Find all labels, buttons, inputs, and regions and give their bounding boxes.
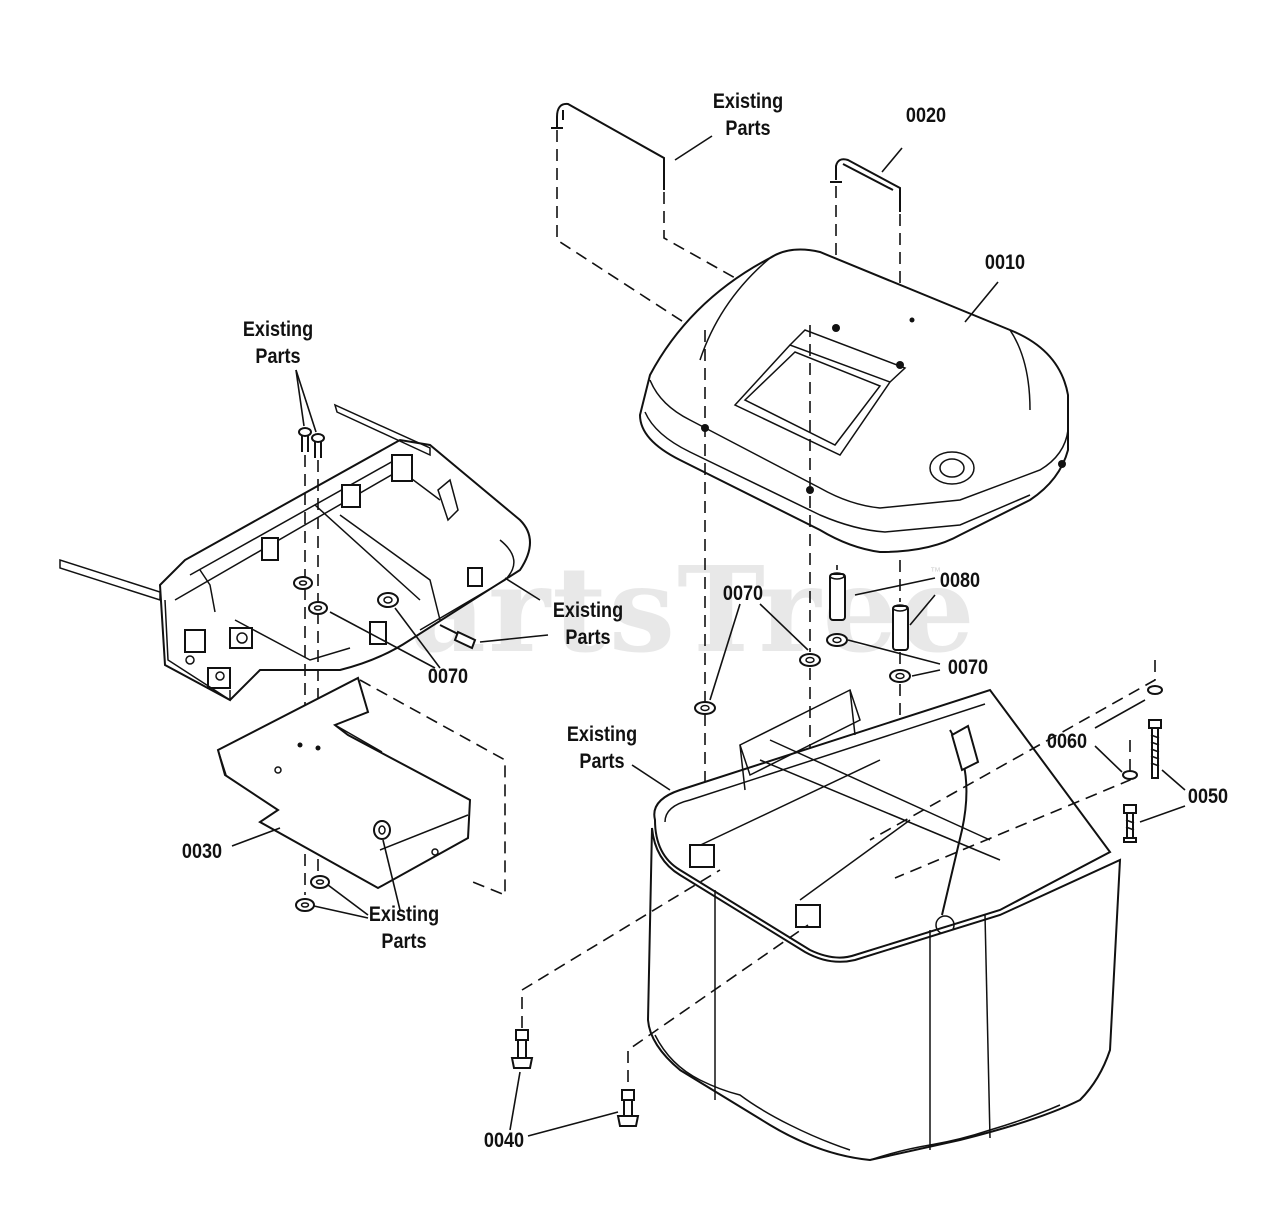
washer-0070-left-a: [293, 576, 313, 590]
washer-0070-c: [826, 633, 848, 647]
existing-frame-bolts: [298, 427, 325, 458]
label-existing-parts-frame-right: Existing Parts: [552, 599, 624, 649]
label-0070-left: 0070: [427, 665, 469, 688]
spacer-0080-a: [829, 572, 846, 621]
bolt-0050-a: [1148, 719, 1162, 779]
label-0040: 0040: [483, 1129, 525, 1152]
bolt-0050-b: [1123, 804, 1137, 843]
existing-nuts: [295, 875, 330, 912]
washer-0070-d: [889, 669, 911, 683]
watermark-trademark: ™: [930, 566, 941, 578]
label-0030: 0030: [181, 840, 223, 863]
label-0080: 0080: [939, 569, 981, 592]
mower-frame-bracket: [59, 403, 531, 702]
grass-bag: [646, 827, 1122, 1162]
washer-0070-a: [694, 701, 716, 715]
bolt-0040-b: [616, 1089, 640, 1127]
spacer-0080-b: [892, 604, 909, 651]
label-0070-mid: 0070: [722, 582, 764, 605]
label-0070-right: 0070: [947, 656, 989, 679]
existing-handle-rod: [551, 102, 665, 190]
label-existing-parts-bag-frame: Existing Parts: [566, 723, 638, 773]
washer-0060-a: [1147, 685, 1163, 695]
bolt-0040-a: [510, 1029, 534, 1069]
washer-0070-left-c: [377, 592, 399, 608]
label-0010: 0010: [984, 251, 1026, 274]
label-existing-parts-handle: Existing Parts: [712, 90, 784, 140]
label-existing-parts-nuts: Existing Parts: [368, 903, 440, 953]
label-0050: 0050: [1187, 785, 1229, 808]
bag-frame: [653, 688, 1112, 959]
washer-0070-b: [799, 653, 821, 667]
bag-cover-0010: [638, 248, 1069, 554]
existing-side-bolt: [439, 624, 477, 650]
washer-0060-b: [1122, 770, 1138, 780]
washer-0070-left-b: [308, 601, 328, 615]
label-0020: 0020: [905, 104, 947, 127]
label-existing-parts-frame-bolts: Existing Parts: [242, 318, 314, 368]
handle-0020: [830, 158, 901, 212]
label-0060: 0060: [1046, 730, 1088, 753]
deflector-plate-0030: [216, 676, 472, 890]
